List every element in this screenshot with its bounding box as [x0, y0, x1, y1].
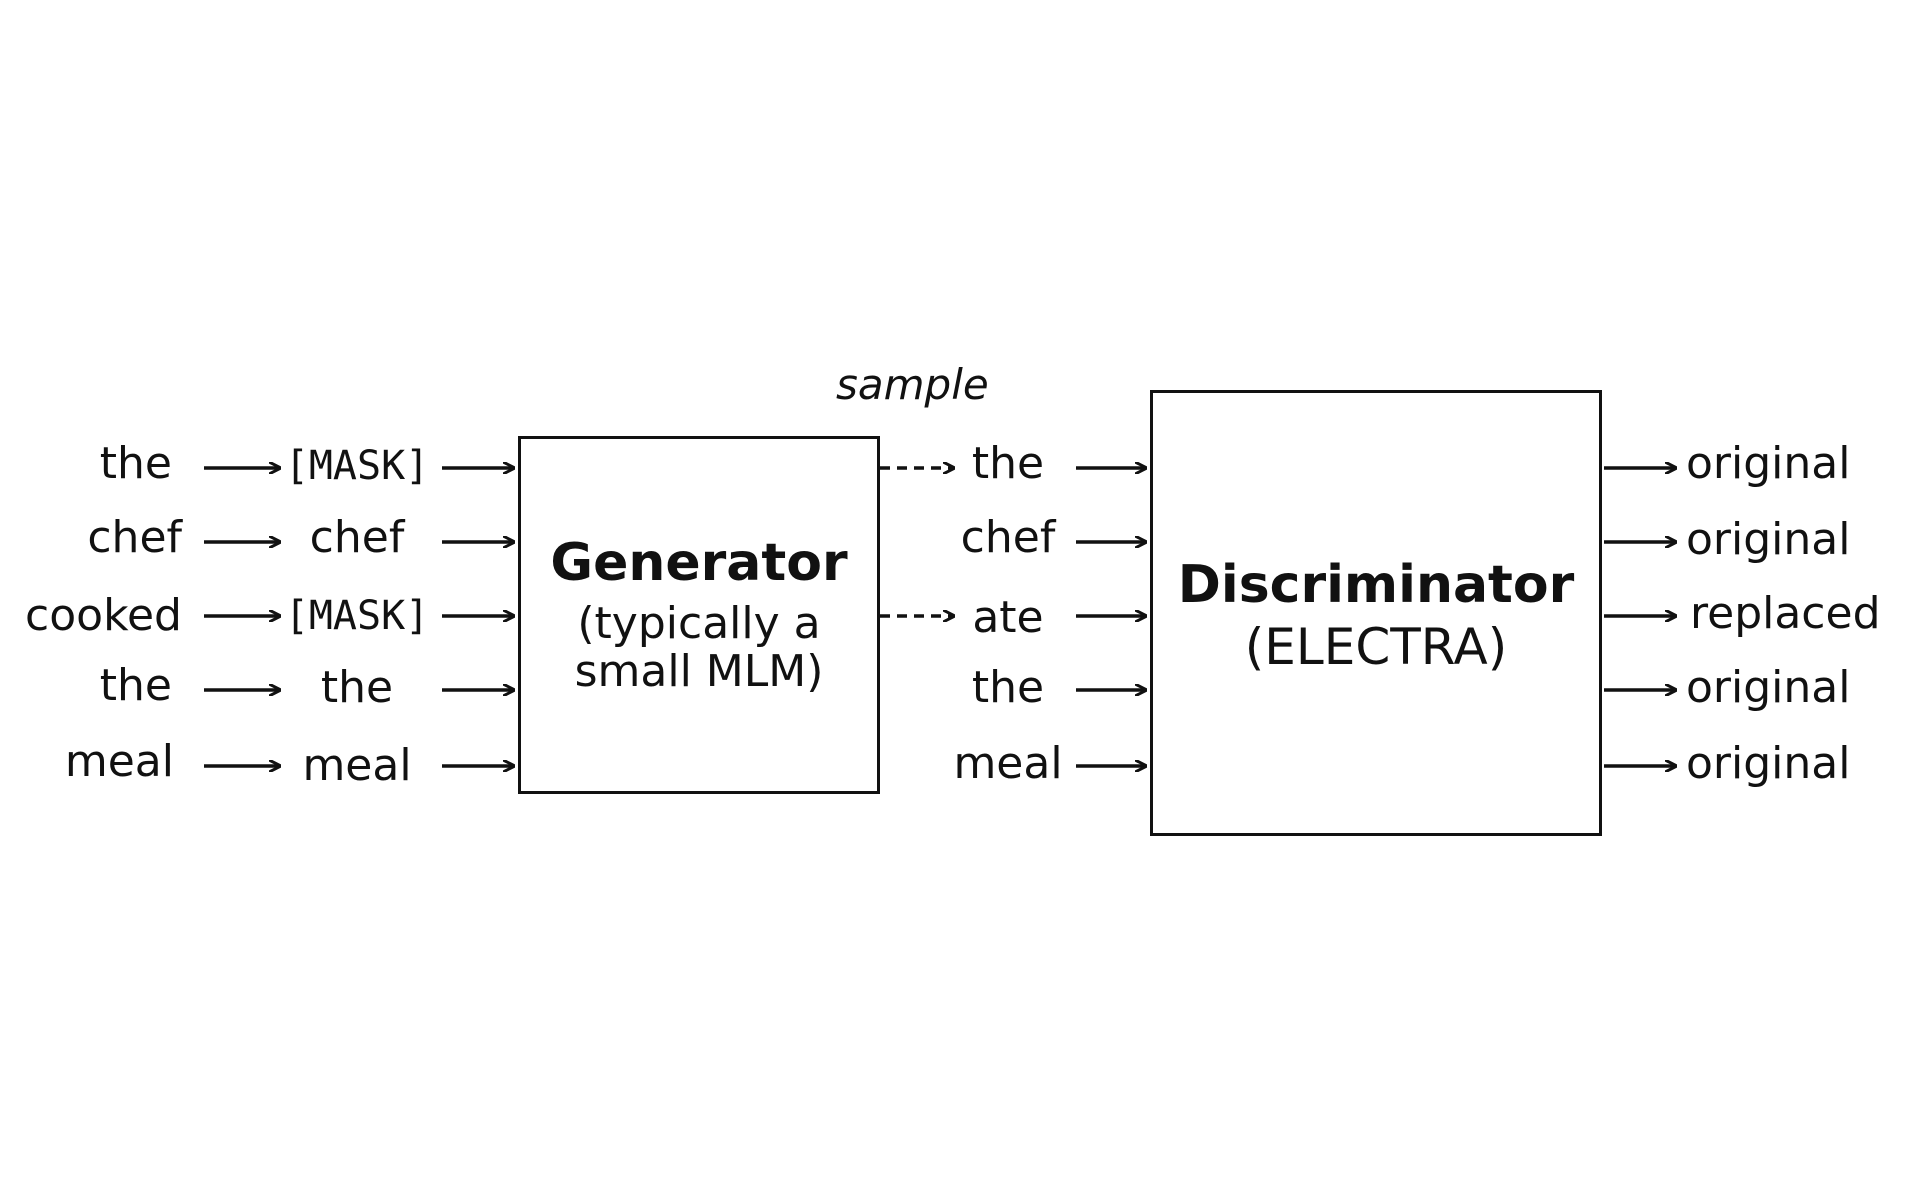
output-label: original	[1686, 438, 1851, 489]
discriminator-title: Discriminator	[1177, 555, 1575, 615]
masked-token: [MASK]	[284, 593, 430, 639]
sampled-token: the	[971, 438, 1045, 489]
generator-subtitle-line1: (typically a	[577, 598, 821, 649]
generator-box: Generator (typically a small MLM)	[518, 436, 880, 794]
masked-token: chef	[309, 512, 405, 563]
discriminator-box: Discriminator (ELECTRA)	[1150, 390, 1602, 836]
masked-token: [MASK]	[284, 443, 430, 489]
discriminator-subtitle: (ELECTRA)	[1244, 618, 1508, 676]
generator-subtitle-line2: small MLM)	[574, 646, 824, 697]
sample-label: sample	[836, 360, 989, 409]
input-token: meal	[64, 736, 174, 787]
sampled-token: meal	[953, 738, 1063, 789]
output-label: original	[1686, 738, 1851, 789]
input-token: cooked	[25, 590, 182, 641]
output-label: original	[1686, 662, 1851, 713]
masked-token: meal	[302, 740, 412, 791]
masked-token: the	[320, 662, 394, 713]
sampled-token: the	[971, 662, 1045, 713]
sampled-token: ate	[972, 592, 1044, 643]
input-token: chef	[87, 512, 182, 563]
input-token: the	[99, 438, 172, 489]
generator-title: Generator	[550, 533, 848, 593]
input-token: the	[99, 660, 172, 711]
sampled-token: chef	[960, 512, 1056, 563]
output-label: original	[1686, 514, 1851, 565]
output-label: replaced	[1690, 588, 1881, 639]
